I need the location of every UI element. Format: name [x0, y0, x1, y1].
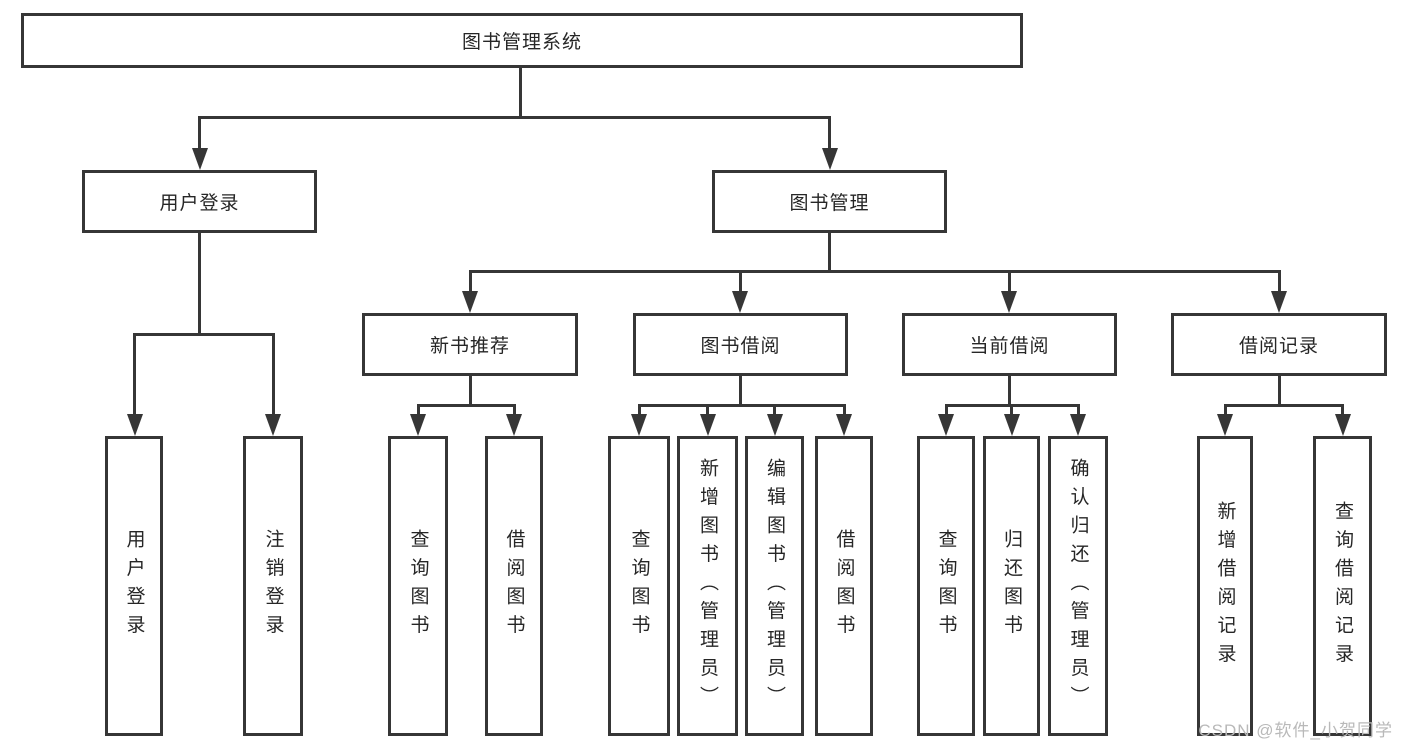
connector-arrow-stem: [417, 404, 420, 416]
arrowhead-down-icon: [700, 414, 716, 436]
arrowhead-down-icon: [1335, 414, 1351, 436]
arrowhead-down-icon: [732, 291, 748, 313]
node-leaf-query-book-3: 查询图书: [917, 436, 975, 736]
connector-mgmt-stem: [828, 233, 831, 273]
arrowhead-down-icon: [938, 414, 954, 436]
node-book-borrow: 图书借阅: [633, 313, 848, 376]
connector-arrow-stem: [1278, 270, 1281, 295]
arrowhead-down-icon: [1004, 414, 1020, 436]
node-leaf-query-book-2: 查询图书: [608, 436, 670, 736]
arrowhead-down-icon: [1070, 414, 1086, 436]
connector-arrow-stem: [1077, 404, 1080, 416]
connector-borrow-bus: [638, 404, 846, 407]
node-new-book-recommend: 新书推荐: [362, 313, 578, 376]
connector-arrow-stem: [1341, 404, 1344, 416]
node-borrow-records: 借阅记录: [1171, 313, 1387, 376]
connector-arrow-stem: [739, 270, 742, 295]
connector-arrow-stem: [843, 404, 846, 416]
connector-arrow-stem: [1224, 404, 1227, 416]
connector-arrow-stem: [706, 404, 709, 416]
connector-arrow-stem: [638, 404, 641, 416]
connector-rec-stem: [469, 376, 472, 407]
arrowhead-down-icon: [767, 414, 783, 436]
arrowhead-down-icon: [506, 414, 522, 436]
node-leaf-logout: 注销登录: [243, 436, 303, 736]
node-leaf-borrow-book-2: 借阅图书: [815, 436, 873, 736]
connector-arrow-stem: [773, 404, 776, 416]
connector-arrow-stem: [828, 116, 831, 152]
connector-rec-bus: [417, 404, 516, 407]
node-user-login: 用户登录: [82, 170, 317, 233]
node-leaf-confirm-return-admin: 确认归还（管理员）: [1048, 436, 1108, 736]
connector-login-bus: [133, 333, 275, 336]
connector-arrow-stem: [198, 116, 201, 152]
connector-login-stem: [198, 233, 201, 336]
connector-arrow-stem: [272, 333, 275, 417]
connector-arrow-stem: [1008, 270, 1011, 295]
node-leaf-return-book: 归还图书: [983, 436, 1040, 736]
connector-root-stem: [519, 68, 522, 119]
watermark-text: CSDN @软件_小贺同学: [1198, 721, 1393, 740]
connector-root-bus: [198, 116, 831, 119]
arrowhead-down-icon: [462, 291, 478, 313]
connector-records-stem: [1278, 376, 1281, 407]
arrowhead-down-icon: [822, 148, 838, 170]
arrowhead-down-icon: [265, 414, 281, 436]
connector-current-stem: [1008, 376, 1011, 407]
node-leaf-query-book-1: 查询图书: [388, 436, 448, 736]
connector-borrow-stem: [739, 376, 742, 407]
node-current-borrow: 当前借阅: [902, 313, 1117, 376]
node-leaf-edit-book-admin: 编辑图书（管理员）: [745, 436, 804, 736]
node-leaf-user-login: 用户登录: [105, 436, 163, 736]
node-leaf-borrow-book-1: 借阅图书: [485, 436, 543, 736]
arrowhead-down-icon: [1217, 414, 1233, 436]
arrowhead-down-icon: [1271, 291, 1287, 313]
node-leaf-add-borrow-record: 新增借阅记录: [1197, 436, 1253, 736]
connector-arrow-stem: [469, 270, 472, 295]
arrowhead-down-icon: [127, 414, 143, 436]
node-book-management: 图书管理: [712, 170, 947, 233]
arrowhead-down-icon: [410, 414, 426, 436]
connector-arrow-stem: [945, 404, 948, 416]
arrowhead-down-icon: [631, 414, 647, 436]
arrowhead-down-icon: [192, 148, 208, 170]
connector-arrow-stem: [133, 333, 136, 417]
connector-mgmt-bus: [469, 270, 1281, 273]
arrowhead-down-icon: [1001, 291, 1017, 313]
node-root-system: 图书管理系统: [21, 13, 1023, 68]
node-leaf-query-borrow-record: 查询借阅记录: [1313, 436, 1372, 736]
arrowhead-down-icon: [836, 414, 852, 436]
connector-records-bus: [1224, 404, 1344, 407]
node-leaf-add-book-admin: 新增图书（管理员）: [677, 436, 738, 736]
connector-arrow-stem: [1010, 404, 1013, 416]
connector-arrow-stem: [513, 404, 516, 416]
